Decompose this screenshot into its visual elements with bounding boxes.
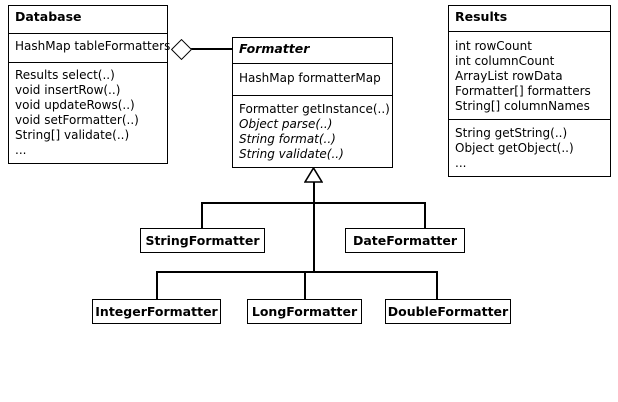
- class-box-formatter[interactable]: Formatter HashMap formatterMap Formatter…: [232, 37, 393, 168]
- results-class-name: Results: [455, 9, 508, 24]
- formatter-operation-validate: String validate(..): [239, 147, 344, 161]
- database-operation: void insertRow(..): [15, 83, 121, 97]
- class-box-results[interactable]: Results int rowCount int columnCount Arr…: [448, 5, 611, 177]
- class-box-string-formatter[interactable]: StringFormatter: [140, 228, 265, 253]
- generalization-drop-long-formatter: [304, 271, 306, 300]
- string-formatter-class-name: StringFormatter: [145, 232, 260, 248]
- results-operation: Object getObject(..): [455, 141, 574, 155]
- database-operation: String[] validate(..): [15, 128, 130, 142]
- class-box-double-formatter[interactable]: DoubleFormatter: [385, 299, 511, 324]
- generalization-drop-date-formatter: [424, 202, 426, 229]
- formatter-operation-format: String format(..): [239, 132, 336, 146]
- class-box-database[interactable]: Database HashMap tableFormatters Results…: [8, 5, 171, 164]
- database-operation: void setFormatter(..): [15, 113, 139, 127]
- generalization-bus-row2: [156, 271, 437, 273]
- results-operation-ellipsis: ...: [455, 156, 467, 170]
- date-formatter-class-name: DateFormatter: [352, 232, 458, 248]
- formatter-operations-compartment: Formatter getInstance(..) Object parse(.…: [233, 95, 392, 166]
- results-attribute: int rowCount: [455, 39, 532, 53]
- aggregation-line: [186, 48, 233, 50]
- database-operation: void updateRows(..): [15, 98, 135, 112]
- database-name-compartment: Database: [9, 6, 167, 33]
- results-attribute: Formatter[] formatters: [455, 84, 591, 98]
- integer-formatter-class-name: IntegerFormatter: [95, 303, 218, 319]
- results-operation: String getString(..): [455, 126, 568, 140]
- aggregation-diamond: [170, 38, 193, 61]
- formatter-attribute: HashMap formatterMap: [239, 71, 381, 85]
- results-attribute: ArrayList rowData: [455, 69, 563, 83]
- database-operation: Results select(..): [15, 68, 115, 82]
- formatter-attributes-compartment: HashMap formatterMap: [233, 63, 392, 95]
- class-box-long-formatter[interactable]: LongFormatter: [247, 299, 362, 324]
- database-class-name: Database: [15, 9, 82, 24]
- formatter-class-name: Formatter: [239, 41, 310, 56]
- database-attribute: HashMap tableFormatters: [15, 39, 171, 53]
- generalization-drop-string-formatter: [201, 202, 203, 229]
- long-formatter-class-name: LongFormatter: [251, 303, 358, 319]
- results-name-compartment: Results: [449, 6, 610, 31]
- results-attribute: String[] columnNames: [455, 99, 590, 113]
- database-operation-ellipsis: ...: [15, 143, 27, 157]
- class-box-integer-formatter[interactable]: IntegerFormatter: [92, 299, 221, 324]
- formatter-name-compartment: Formatter: [233, 38, 392, 63]
- class-box-date-formatter[interactable]: DateFormatter: [345, 228, 465, 253]
- double-formatter-class-name: DoubleFormatter: [387, 303, 509, 319]
- generalization-triangle-icon: [304, 168, 323, 183]
- generalization-trunk-upper: [313, 181, 315, 203]
- generalization-trunk-lower: [313, 202, 315, 272]
- results-operations-compartment: String getString(..) Object getObject(..…: [449, 119, 610, 175]
- results-attribute: int columnCount: [455, 54, 555, 68]
- formatter-operation-parse: Object parse(..): [239, 117, 333, 131]
- formatter-operation-get-instance: Formatter getInstance(..): [239, 102, 390, 116]
- database-operations-compartment: Results select(..) void insertRow(..) vo…: [9, 62, 167, 162]
- generalization-drop-integer-formatter: [156, 271, 158, 300]
- results-attributes-compartment: int rowCount int columnCount ArrayList r…: [449, 31, 610, 119]
- generalization-drop-double-formatter: [436, 271, 438, 300]
- database-attributes-compartment: HashMap tableFormatters: [9, 33, 171, 62]
